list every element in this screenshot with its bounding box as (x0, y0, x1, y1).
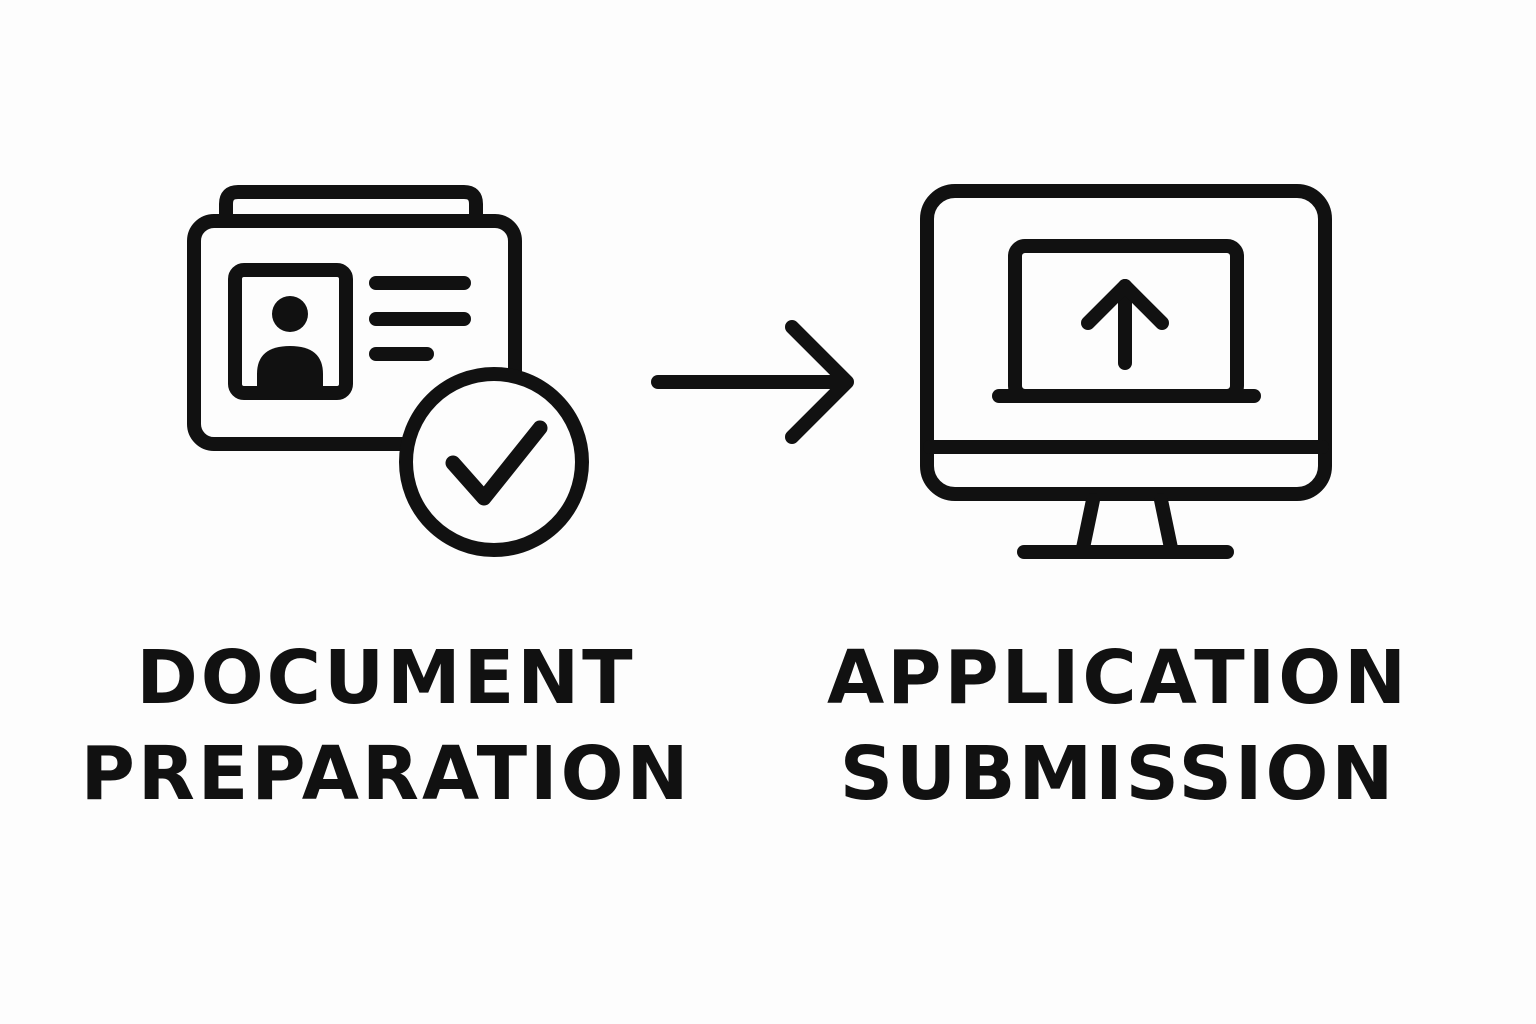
card-back-tab (219, 185, 483, 221)
monitor-stand-left (1076, 493, 1100, 555)
step-label-line: PREPARATION (80, 731, 692, 817)
monitor-frame (920, 184, 1332, 501)
card-body (187, 214, 522, 451)
upload-arrow-head (1081, 279, 1169, 330)
arrow-head (785, 320, 854, 444)
checkmark-icon (445, 420, 548, 506)
person-head (272, 296, 308, 332)
step-label-line: DOCUMENT (136, 635, 636, 721)
photo-frame (228, 263, 353, 400)
step-label-application-submission: APPLICATION SUBMISSION (808, 630, 1428, 822)
monitor-stand-right (1154, 493, 1178, 555)
step-label-line: APPLICATION (826, 635, 1410, 721)
check-badge (399, 367, 589, 557)
person-body (257, 346, 323, 386)
step-label-document-preparation: DOCUMENT PREPARATION (76, 630, 696, 822)
step-label-line: SUBMISSION (839, 731, 1397, 817)
